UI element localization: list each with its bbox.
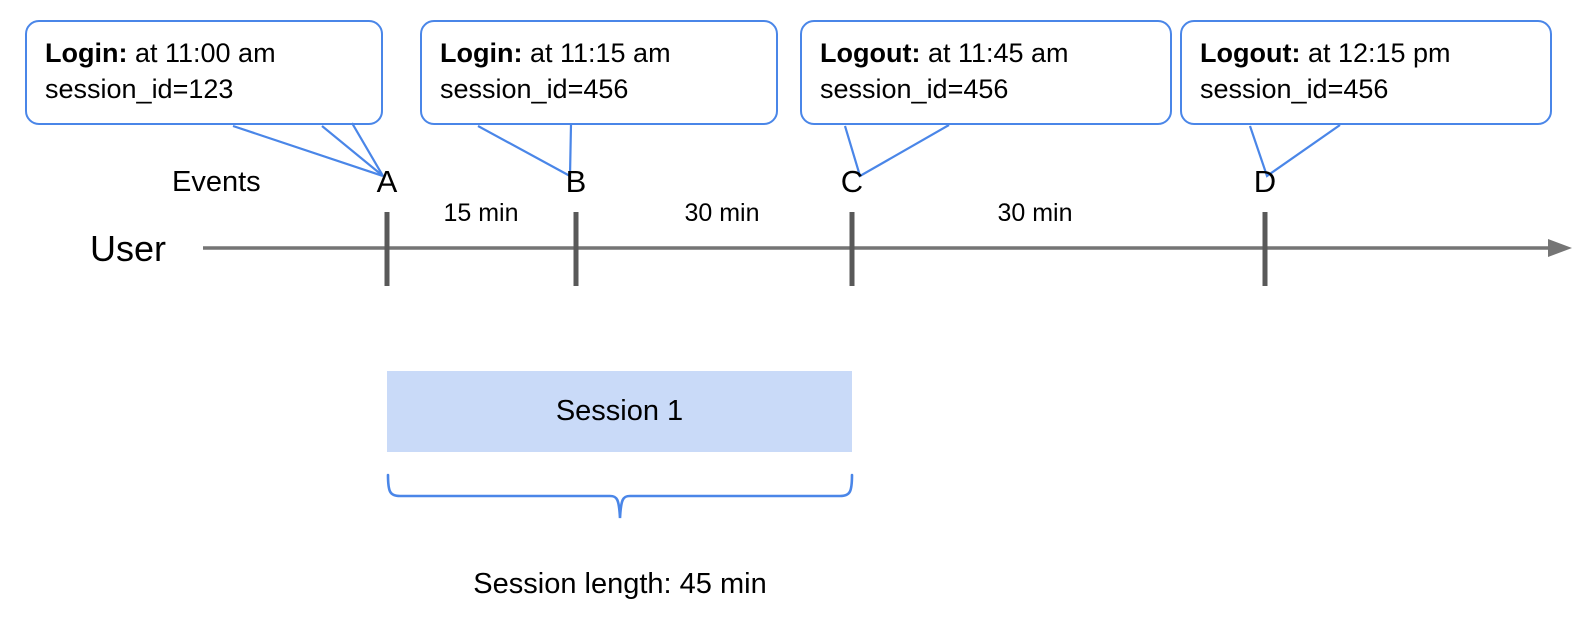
event-type-label-c: Logout: (820, 38, 921, 68)
timeline-tick-b (573, 212, 579, 286)
event-session-id-d: session_id=456 (1200, 73, 1389, 104)
event-callout-c: Logout: at 11:45 am session_id=456 (800, 20, 1172, 125)
session-length-caption: Session length: 45 min (473, 568, 767, 600)
event-time-label-d: at 12:15 pm (1300, 38, 1451, 68)
marker-letter-b: B (565, 164, 587, 199)
event-type-label-a: Login: (45, 38, 128, 68)
event-callout-b: Login: at 11:15 am session_id=456 (420, 20, 778, 125)
event-session-id-a: session_id=123 (45, 73, 234, 104)
event-time-label-c: at 11:45 am (920, 38, 1069, 68)
event-time-label-b: at 11:15 am (522, 38, 671, 68)
marker-letter-c: C (840, 164, 864, 199)
gap-label-c-d: 30 min (997, 199, 1073, 227)
timeline-tick-a (384, 212, 390, 286)
timeline-tick-d (1262, 212, 1268, 286)
marker-letter-a: A (376, 164, 398, 199)
event-callout-a: Login: at 11:00 am session_id=123 (25, 20, 383, 125)
timeline-tick-c (849, 212, 855, 286)
gap-label-a-b: 15 min (443, 199, 519, 227)
timeline-axis (203, 239, 1572, 257)
session-bar-label: Session 1 (555, 395, 684, 427)
user-row-label: User (90, 228, 167, 269)
session-length-brace (386, 473, 854, 519)
gap-label-b-c: 30 min (684, 199, 760, 227)
event-callout-d: Logout: at 12:15 pm session_id=456 (1180, 20, 1552, 125)
event-session-id-b: session_id=456 (440, 73, 629, 104)
event-time-label-a: at 11:00 am (127, 38, 276, 68)
event-type-label-d: Logout: (1200, 38, 1301, 68)
session-bar: Session 1 (387, 371, 852, 452)
events-row-label: Events (172, 166, 261, 198)
axis-arrow-icon (1548, 239, 1572, 257)
marker-letter-d: D (1253, 164, 1277, 199)
event-session-id-c: session_id=456 (820, 73, 1009, 104)
callout-tail-b (477, 123, 573, 178)
event-type-label-b: Login: (440, 38, 523, 68)
